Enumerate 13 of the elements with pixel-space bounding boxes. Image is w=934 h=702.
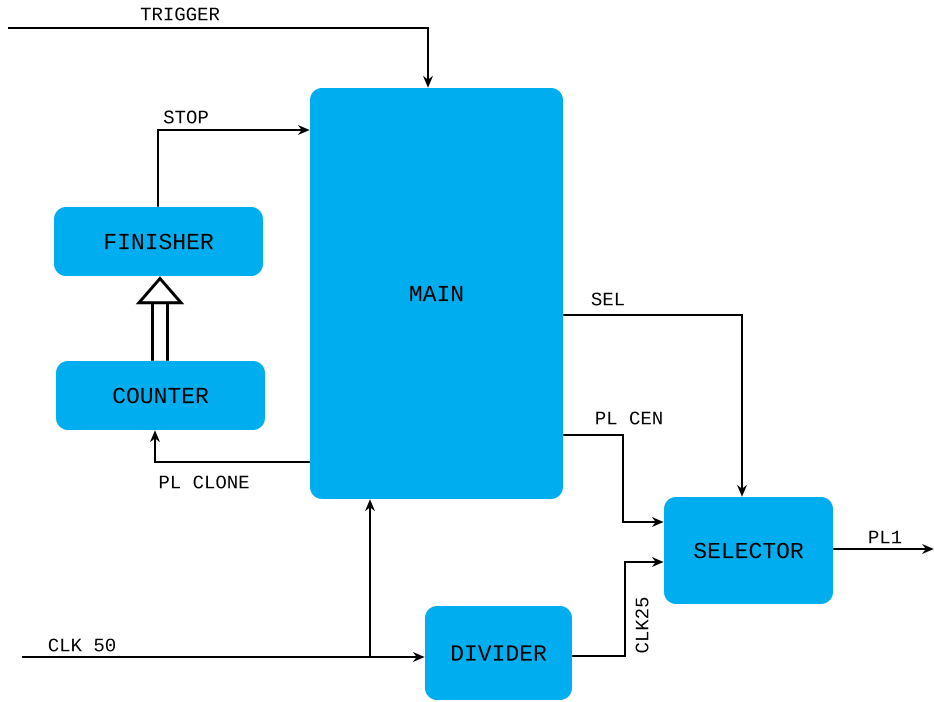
edge-label: PL1	[866, 530, 904, 544]
block-box: SELECTOR	[664, 497, 833, 604]
block-box: FINISHER	[54, 207, 263, 276]
edge-label: CLK25	[634, 596, 650, 655]
edge-label: PL CEN	[594, 410, 664, 426]
edge-label: TRIGGER	[139, 6, 221, 22]
block-box: DIVIDER	[425, 606, 572, 700]
edge-label: PL CLONE	[157, 474, 251, 490]
edge-label: SEL	[590, 292, 626, 306]
edge-label: CLK 50	[46, 638, 118, 652]
block-box: MAIN	[310, 88, 563, 499]
block-box: COUNTER	[56, 361, 265, 430]
edge-label: STOP	[162, 110, 210, 124]
